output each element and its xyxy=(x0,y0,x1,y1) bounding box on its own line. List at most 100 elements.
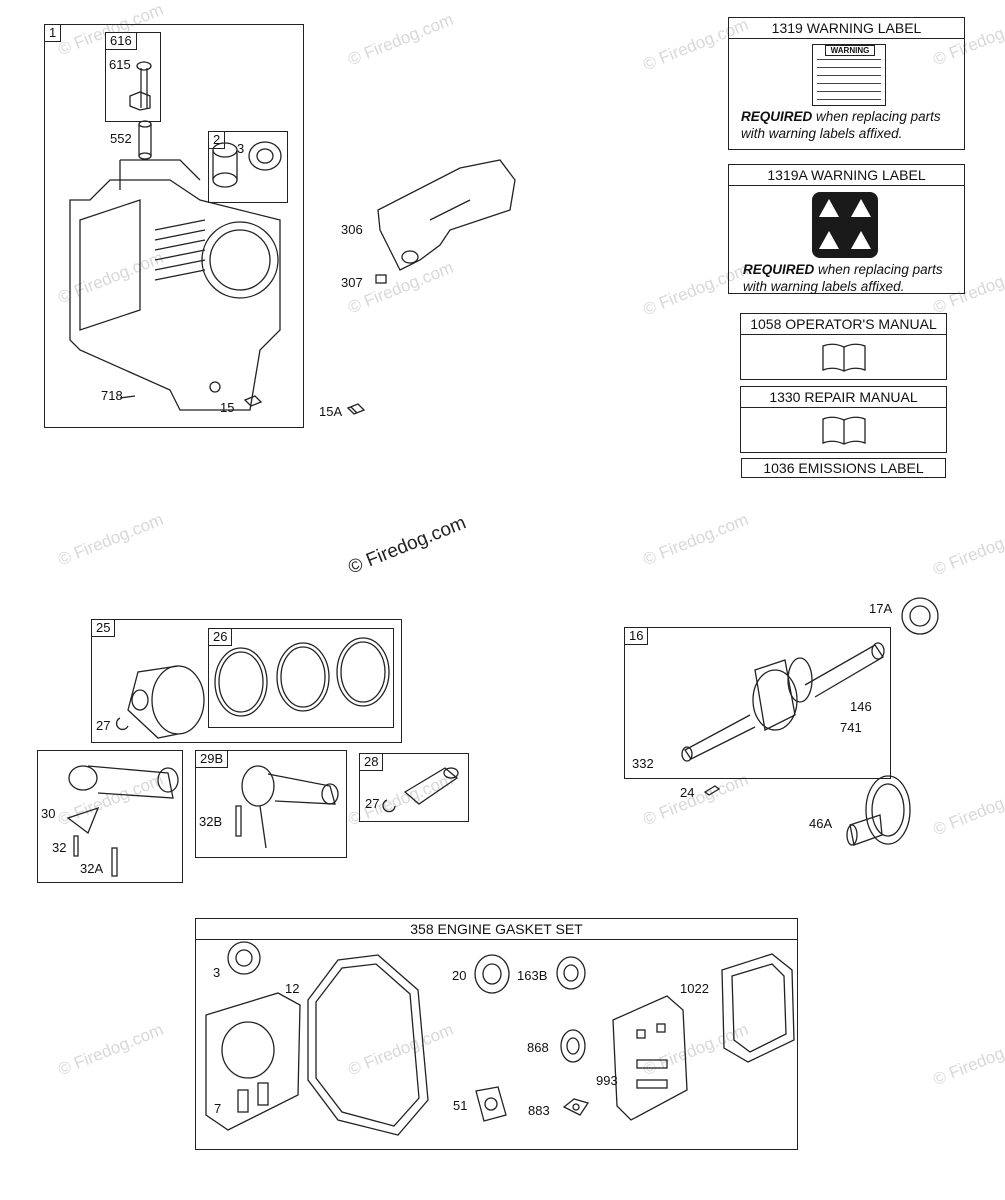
required-word: REQUIRED xyxy=(743,262,815,277)
required-rest: when replacing parts xyxy=(812,109,941,124)
group-tag-1: 1 xyxy=(45,25,62,42)
gasket-163b-drawing xyxy=(556,956,586,990)
part-32-label: 32 xyxy=(52,840,67,855)
gasket-part-1022-label: 1022 xyxy=(680,981,709,996)
part-741-label: 741 xyxy=(840,720,862,735)
watermark: © Firedog.com xyxy=(55,509,167,570)
connecting-rod-drawing xyxy=(66,765,179,877)
operators-manual-box: 1058 OPERATOR'S MANUAL xyxy=(740,313,947,380)
wrist-pin-group-28: 28 xyxy=(359,753,469,822)
part-3-label: 3 xyxy=(237,141,245,156)
piston-group-25: 25 26 xyxy=(91,619,402,743)
watermark: © Firedog.com xyxy=(345,9,457,70)
part-24-label: 24 xyxy=(680,785,695,800)
rod-group-29b: 29B xyxy=(195,750,347,858)
crankshaft-drawing xyxy=(681,642,885,762)
part-32b-label: 32B xyxy=(199,814,223,829)
part-15-label: 15 xyxy=(220,400,235,415)
gasket-set-358: 358 ENGINE GASKET SET xyxy=(195,918,798,1150)
part-27-label: 27 xyxy=(96,718,111,733)
seal-20-drawing xyxy=(474,954,510,994)
seal-3-drawing xyxy=(227,941,261,975)
piston-drawing xyxy=(116,665,205,739)
subgroup-2-tag: 2 xyxy=(209,132,226,149)
key-24-drawing xyxy=(703,785,721,796)
gasket-part-12-label: 12 xyxy=(285,981,300,996)
dowel-tube-drawing xyxy=(138,120,152,160)
connecting-rod-group xyxy=(37,750,183,883)
part-718-label: 718 xyxy=(101,388,123,403)
head-gasket-7-drawing xyxy=(205,992,301,1131)
oil-seal-17a-drawing xyxy=(901,597,939,635)
subgroup-616-tag: 616 xyxy=(106,33,137,50)
crankshaft-group-16: 16 xyxy=(624,627,891,779)
gasket-part-3-label: 3 xyxy=(213,965,221,980)
breather-tube-drawing xyxy=(129,61,152,111)
warning-label-1319a-note-2: with warning labels affixed. xyxy=(743,279,905,294)
plug-15a-drawing xyxy=(346,403,366,415)
gasket-part-20-label: 20 xyxy=(452,968,467,983)
air-guide-drawing xyxy=(375,159,516,284)
required-word: REQUIRED xyxy=(741,109,813,124)
watermark: © Firedog.com xyxy=(640,509,752,570)
camshaft-drawing xyxy=(846,775,911,846)
warning-label-1319a-note: REQUIRED when replacing parts xyxy=(743,261,943,278)
warning-symbols-graphic xyxy=(812,192,878,258)
gasket-part-163b-label: 163B xyxy=(517,968,548,983)
warning-label-1319-title: 1319 WARNING LABEL xyxy=(729,18,964,39)
book-icon xyxy=(822,343,866,372)
warning-label-1319-note: REQUIRED when replacing parts xyxy=(741,108,941,125)
gasket-part-51-label: 51 xyxy=(453,1098,468,1113)
warning-label-1319-graphic: WARNING xyxy=(812,44,886,106)
watermark: © Firedog.com xyxy=(930,1029,1005,1090)
watermark: © Firedog.com xyxy=(930,779,1005,840)
watermark: © Firedog.com xyxy=(55,1019,167,1080)
subgroup-616: 616 xyxy=(105,32,161,122)
gasket-part-993-label: 993 xyxy=(596,1073,618,1088)
emissions-label-box: 1036 EMISSIONS LABEL xyxy=(741,458,946,478)
part-615-label: 615 xyxy=(109,57,131,72)
warning-label-1319-box: 1319 WARNING LABEL WARNING REQUIRED when… xyxy=(728,17,965,150)
part-32a-label: 32A xyxy=(80,861,104,876)
warning-label-1319a-title: 1319A WARNING LABEL xyxy=(729,165,964,186)
group-tag-28: 28 xyxy=(360,754,384,771)
center-watermark: © Firedog.com xyxy=(345,512,470,579)
emissions-label-title: 1036 EMISSIONS LABEL xyxy=(763,460,924,476)
cylinder-block-drawing xyxy=(69,159,281,411)
gasket-part-883-label: 883 xyxy=(528,1103,550,1118)
rod-29b-drawing xyxy=(235,765,339,849)
required-rest: when replacing parts xyxy=(814,262,943,277)
gasket-883-drawing xyxy=(562,1098,590,1116)
part-15a-label: 15A xyxy=(319,404,343,419)
group-tag-29b: 29B xyxy=(196,751,229,768)
mini-warning-title: WARNING xyxy=(825,45,875,56)
group-tag-26: 26 xyxy=(209,629,233,646)
part-307-label: 307 xyxy=(341,275,363,290)
hazard-triangles-icon xyxy=(819,199,871,249)
seal-sleeve-drawing xyxy=(212,141,282,188)
gasket-51-drawing xyxy=(475,1086,507,1122)
book-icon xyxy=(822,416,866,445)
gasket-993-drawing xyxy=(612,995,688,1121)
part-28-27-label: 27 xyxy=(365,796,380,811)
part-332-label: 332 xyxy=(632,756,654,771)
wrist-pin-drawing xyxy=(382,767,459,813)
group-tag-16: 16 xyxy=(625,628,649,645)
gasket-set-title: 358 ENGINE GASKET SET xyxy=(196,919,797,940)
operators-manual-title: 1058 OPERATOR'S MANUAL xyxy=(741,314,946,335)
crankcase-gasket-12-drawing xyxy=(307,954,429,1136)
gasket-part-7-label: 7 xyxy=(214,1101,222,1116)
subgroup-2: 2 xyxy=(208,131,288,203)
part-30-label: 30 xyxy=(41,806,56,821)
part-17a-label: 17A xyxy=(869,601,893,616)
gasket-1022-drawing xyxy=(721,953,795,1063)
warning-label-1319-note-2: with warning labels affixed. xyxy=(741,126,903,141)
cylinder-block-group: 1 616 2 xyxy=(44,24,304,428)
group-tag-25: 25 xyxy=(92,620,116,637)
seal-868-drawing xyxy=(560,1029,586,1063)
repair-manual-title: 1330 REPAIR MANUAL xyxy=(741,387,946,408)
gasket-part-868-label: 868 xyxy=(527,1040,549,1055)
part-146-label: 146 xyxy=(850,699,872,714)
part-306-label: 306 xyxy=(341,222,363,237)
piston-rings-drawing xyxy=(214,637,390,717)
